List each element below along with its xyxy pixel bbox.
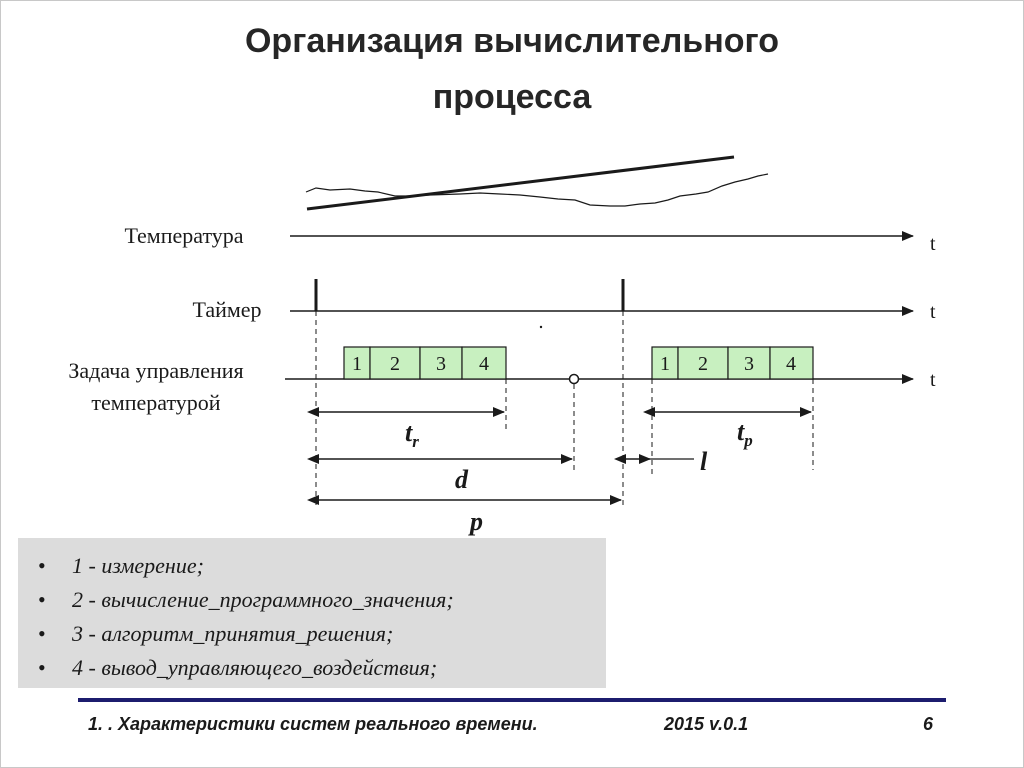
task-block-1-label-3: 3	[436, 353, 446, 375]
dimension-d-label: d	[455, 465, 469, 494]
row-label-temperature: Температура	[124, 223, 243, 248]
task-block-1-label-2: 2	[390, 353, 400, 375]
timing-diagram: Температура Таймер Задача управления тем…	[68, 155, 936, 536]
dimension-tp-label: tp	[737, 417, 753, 450]
footer-page-number: 6	[923, 714, 934, 734]
axis-task-t-label: t	[930, 369, 936, 391]
axis-timer-t-label: t	[930, 301, 936, 323]
legend-item-text: 2 - вычисление_программного_значения;	[72, 587, 454, 612]
dimension-tr-subscript: r	[412, 432, 419, 451]
temperature-trend-line	[306, 155, 735, 211]
task-block-2-label-2: 2	[698, 353, 708, 375]
task-block-1-segment-4	[461, 346, 507, 380]
task-block-2-label-3: 3	[744, 353, 754, 375]
task-completion-marker	[568, 373, 580, 385]
task-block-2: 1 2 3 4	[651, 346, 814, 380]
task-block-2-segment-4	[769, 346, 814, 380]
dimension-tp-main: t	[737, 417, 745, 446]
footer-version: 2015 v.0.1	[664, 714, 749, 734]
legend-item-text: 3 - алгоритм_принятия_решения;	[72, 621, 394, 646]
footer-rule	[78, 698, 946, 702]
task-block-1-segment-3	[419, 346, 463, 380]
task-block-1: 1 2 3 4	[343, 346, 507, 380]
task-block-2-segment-1	[651, 346, 679, 380]
legend-item-text: 1 - измерение;	[72, 553, 204, 578]
task-block-1-segment-1	[343, 346, 371, 380]
legend-item: • 2 - вычисление_программного_значения;	[38, 584, 606, 618]
slide-title-line-1: Организация вычислительного	[244, 22, 779, 60]
task-block-2-label-4: 4	[786, 353, 796, 375]
axis-temperature-t-label: t	[930, 233, 936, 255]
row-label-task-line-1: Задача управления	[68, 358, 243, 383]
row-label-timer: Таймер	[192, 297, 261, 322]
legend-box: • 1 - измерение; • 2 - вычисление_программ…	[18, 538, 606, 688]
dimension-tp-subscript: p	[742, 431, 753, 450]
dimension-tr-main: t	[405, 418, 413, 447]
task-block-1-label-4: 4	[479, 353, 489, 375]
dimension-p-label: p	[468, 507, 483, 536]
legend-bullet: •	[38, 587, 46, 612]
task-block-2-label-1: 1	[660, 353, 670, 375]
footer-course-title: 1. . Характеристики систем реального вре…	[88, 714, 538, 734]
legend-bullet: •	[38, 553, 46, 578]
legend-item: • 3 - алгоритм_принятия_решения;	[38, 618, 606, 652]
temperature-curve	[305, 173, 769, 207]
row-label-task-line-2: температурой	[91, 390, 220, 415]
legend-item: • 4 - вывод_управляющего_воздействия;	[38, 652, 606, 686]
slide-title-line-2: процесса	[432, 78, 592, 116]
task-block-2-segment-2	[677, 346, 729, 380]
stray-dot	[539, 325, 543, 329]
legend-item-text: 4 - вывод_управляющего_воздействия;	[72, 655, 438, 680]
legend-list: • 1 - измерение; • 2 - вычисление_программ…	[18, 538, 606, 686]
legend-bullet: •	[38, 621, 46, 646]
task-block-1-label-1: 1	[352, 353, 362, 375]
legend-bullet: •	[38, 655, 46, 680]
task-block-1-segment-2	[369, 346, 421, 380]
dimension-tr-label: tr	[405, 418, 419, 451]
dimension-l-label: l	[700, 447, 708, 476]
legend-item: • 1 - измерение;	[38, 550, 606, 584]
